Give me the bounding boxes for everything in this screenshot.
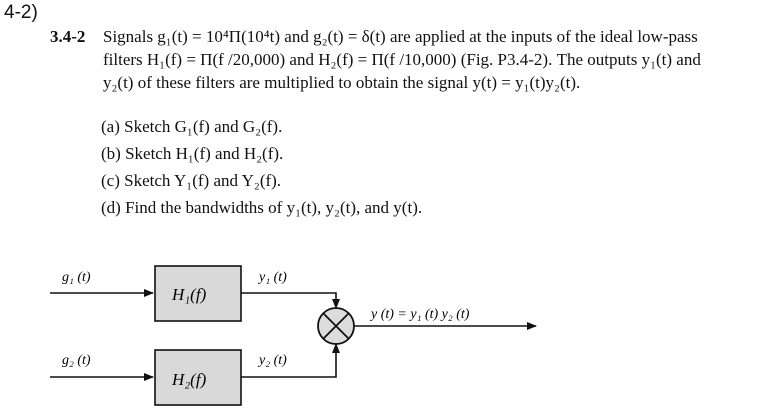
part-a-label: (a): [101, 117, 120, 136]
output2-label: y₂ (t): [257, 353, 287, 368]
part-d-text: Find the bandwidths of y₁(t), y₂(t), and…: [125, 198, 423, 217]
part-c: (c) Sketch Y₁(f) and Y₂(f).: [101, 171, 281, 191]
output2-line: [241, 343, 340, 378]
part-b: (b) Sketch H₁(f) and H₂(f).: [101, 144, 283, 164]
output1-line: [241, 292, 340, 309]
part-d-label: (d): [101, 198, 121, 217]
part-c-text: Sketch Y₁(f) and Y₂(f).: [124, 171, 282, 190]
filter1-box: [154, 265, 242, 322]
part-d: (d) Find the bandwidths of y₁(t), y₂(t),…: [101, 198, 422, 218]
multiplier-icon: [317, 307, 355, 345]
input2-label: g₂ (t): [62, 353, 91, 368]
part-b-text: Sketch H₁(f) and H₂(f).: [125, 144, 284, 163]
problem-text-line-2: filters H₁(f) = Π(f /20,000) and H₂(f) =…: [103, 50, 701, 69]
problem-text-line-1: Signals g₁(t) = 10⁴Π(10⁴t) and g₂(t) = δ…: [103, 27, 698, 46]
problem-label: 4-2): [4, 2, 38, 23]
input1-label: g₁ (t): [62, 270, 91, 285]
problem-number: 3.4-2: [50, 27, 86, 46]
part-b-label: (b): [101, 144, 121, 163]
output1-label: y₁ (t): [257, 270, 287, 285]
final-output-label: y (t) = y₁ (t) y₂ (t): [369, 307, 470, 322]
filter2-box: [154, 349, 242, 406]
filter1-label: H₁(f): [171, 285, 207, 304]
part-a-text: Sketch G₁(f) and G₂(f).: [124, 117, 283, 136]
filter2-label: H₂(f): [171, 370, 207, 389]
part-c-label: (c): [101, 171, 120, 190]
part-a: (a) Sketch G₁(f) and G₂(f).: [101, 117, 282, 137]
problem-text-line-3: y₂(t) of these filters are multiplied to…: [103, 73, 581, 92]
